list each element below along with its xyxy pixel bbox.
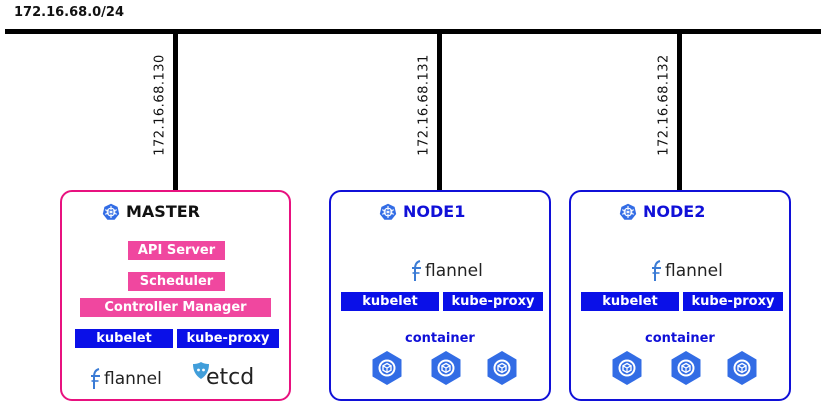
node1-box: NODE1 flannel kubelet kube-proxy contain…	[329, 190, 551, 401]
node1-kubelet-label: kubelet	[341, 292, 439, 311]
etcd-icon	[193, 362, 209, 379]
master-box: MASTER API Server Scheduler Controller M…	[60, 190, 291, 401]
node2-flannel-logo: flannel	[651, 260, 723, 282]
node2-title-text: NODE2	[643, 202, 706, 221]
pod-icon	[484, 350, 520, 386]
etcd-text: etcd	[206, 365, 255, 390]
node2-box: NODE2 flannel kubelet kube-proxy contain…	[569, 190, 791, 401]
flannel-icon	[651, 260, 663, 282]
controller-manager-label: Controller Manager	[80, 298, 271, 317]
master-flannel-logo: flannel	[90, 368, 162, 390]
scheduler-label: Scheduler	[128, 272, 225, 291]
pod-icon	[609, 350, 645, 386]
node2-flannel-text: flannel	[665, 261, 723, 281]
master-flannel-text: flannel	[104, 369, 162, 389]
node1-link-line	[437, 32, 442, 192]
node2-kubelet-label: kubelet	[581, 292, 679, 311]
kubernetes-icon	[619, 203, 637, 221]
node2-title: NODE2	[619, 202, 705, 221]
node1-kube-proxy-label: kube-proxy	[443, 292, 543, 311]
node2-link-line	[677, 32, 682, 192]
flannel-icon	[90, 368, 102, 390]
master-kube-proxy-label: kube-proxy	[177, 329, 279, 348]
network-bus-line	[5, 29, 821, 34]
node1-title-text: NODE1	[403, 202, 466, 221]
node1-flannel-text: flannel	[425, 261, 483, 281]
kubernetes-icon	[379, 203, 397, 221]
master-title: MASTER	[102, 202, 200, 221]
pod-icon	[428, 350, 464, 386]
master-kubelet-label: kubelet	[75, 329, 173, 348]
node1-flannel-logo: flannel	[411, 260, 483, 282]
pod-icon	[369, 350, 405, 386]
node2-container-label: container	[645, 331, 715, 346]
api-server-label: API Server	[128, 241, 225, 260]
master-title-text: MASTER	[126, 202, 200, 221]
master-ip-label: 172.16.68.130	[152, 54, 168, 156]
master-link-line	[173, 32, 178, 192]
network-subnet-label: 172.16.68.0/24	[14, 5, 125, 20]
kubernetes-icon	[102, 203, 120, 221]
node1-title: NODE1	[379, 202, 465, 221]
etcd-logo: etcd	[190, 360, 254, 390]
flannel-icon	[411, 260, 423, 282]
node1-container-label: container	[405, 331, 475, 346]
node1-ip-label: 172.16.68.131	[416, 54, 432, 156]
node2-ip-label: 172.16.68.132	[656, 54, 672, 156]
node2-kube-proxy-label: kube-proxy	[683, 292, 783, 311]
pod-icon	[668, 350, 704, 386]
pod-icon	[724, 350, 760, 386]
